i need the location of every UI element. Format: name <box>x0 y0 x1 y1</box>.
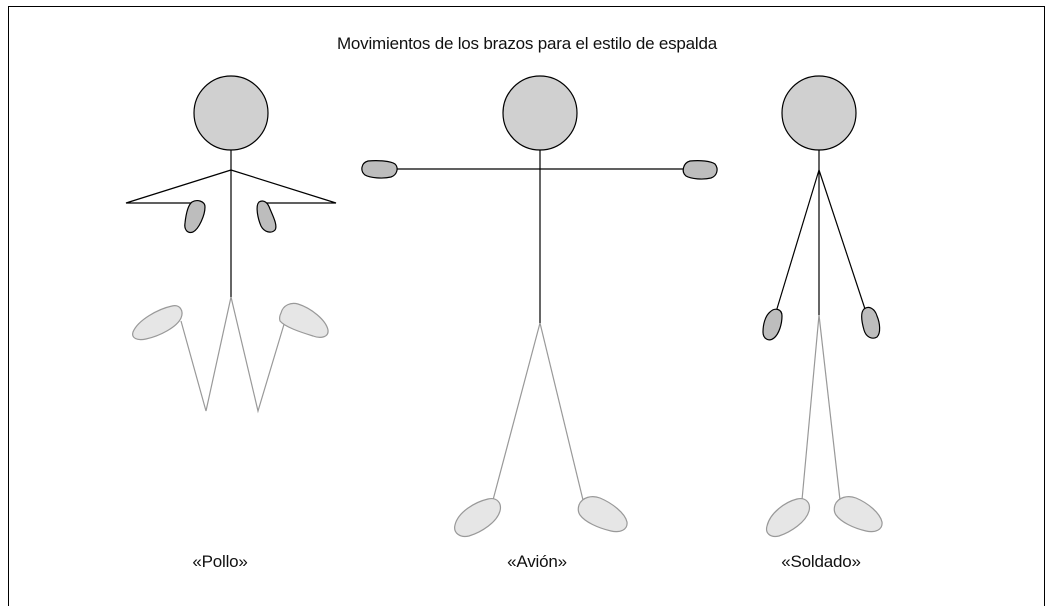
soldado-right-arm <box>818 169 867 313</box>
pollo-right-foot <box>278 302 329 338</box>
pollo-head <box>193 75 269 151</box>
soldado-right-leg <box>818 314 841 501</box>
figure-soldado <box>762 75 883 538</box>
figure-pollo <box>125 75 337 414</box>
pollo-left-foot <box>132 305 183 341</box>
soldado-left-hand <box>762 308 783 341</box>
caption-avion: «Avión» <box>507 552 567 571</box>
soldado-left-foot <box>765 498 811 538</box>
diagram-title: Movimientos de los brazos para el estilo… <box>336 34 718 53</box>
pollo-right-leg <box>230 296 286 414</box>
pollo-left-arm <box>125 169 232 204</box>
pollo-right-hand <box>256 200 277 233</box>
pollo-left-hand <box>184 200 206 234</box>
avion-left-foot <box>454 498 502 538</box>
pollo-left-leg <box>180 296 232 412</box>
avion-right-hand <box>682 160 718 180</box>
avion-left-leg <box>492 322 541 501</box>
soldado-right-foot <box>833 496 883 533</box>
avion-right-leg <box>539 322 584 501</box>
avion-head <box>502 75 578 151</box>
soldado-left-arm <box>775 169 820 313</box>
caption-pollo: «Pollo» <box>192 552 248 571</box>
diagram-frame <box>8 6 1045 606</box>
soldado-head <box>781 75 857 151</box>
avion-right-foot <box>577 496 628 533</box>
soldado-left-leg <box>801 314 820 501</box>
pollo-right-arm <box>230 169 337 204</box>
caption-soldado: «Soldado» <box>781 552 861 571</box>
avion-left-hand <box>361 160 398 179</box>
figure-avion <box>361 75 718 538</box>
soldado-right-hand <box>861 306 881 339</box>
